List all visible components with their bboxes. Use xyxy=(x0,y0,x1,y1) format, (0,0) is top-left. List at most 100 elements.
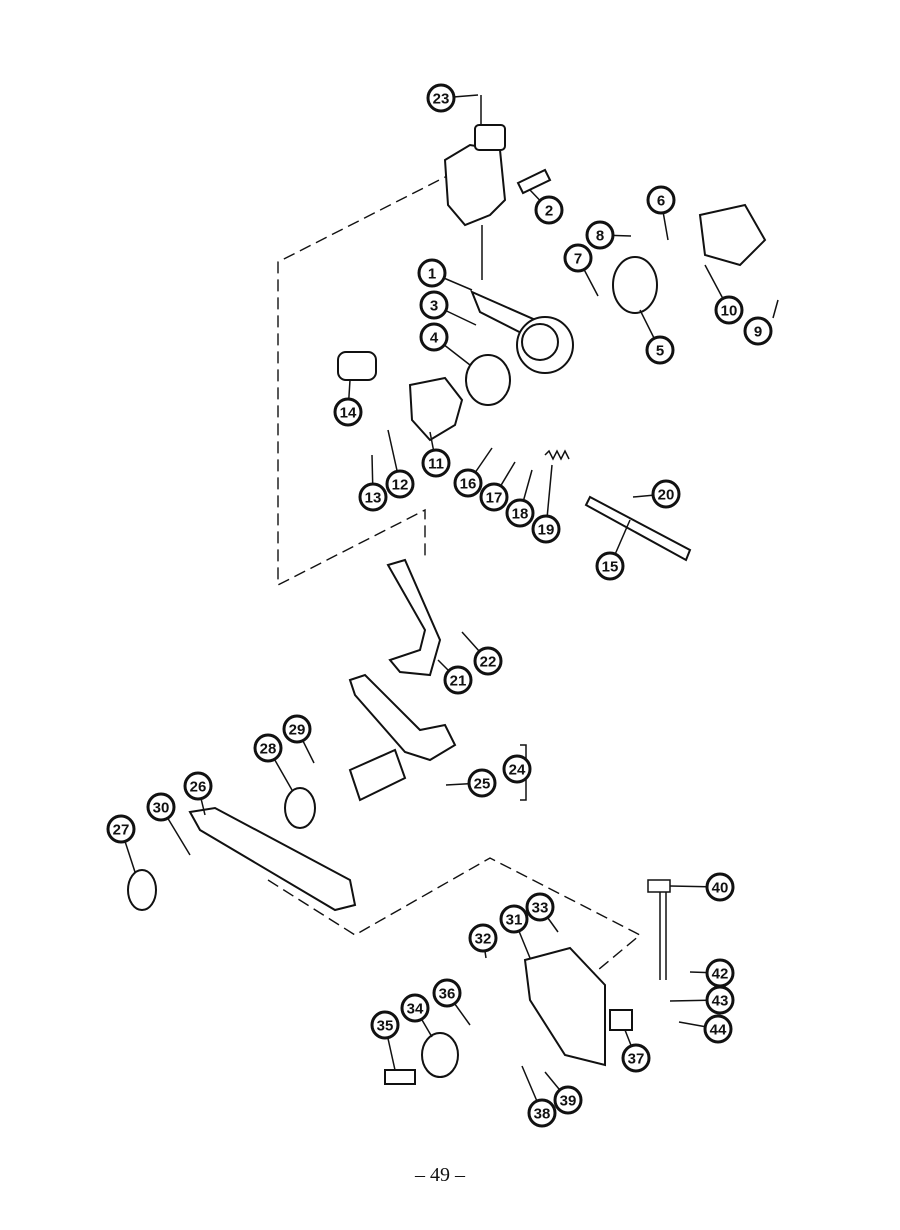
callout-number: 28 xyxy=(260,741,277,758)
callout-circle xyxy=(358,482,388,512)
callout-2: 2 xyxy=(534,195,564,225)
callout-number: 14 xyxy=(340,405,357,422)
callout-19: 19 xyxy=(531,514,561,544)
callout-circle xyxy=(419,290,449,320)
callout-circle xyxy=(553,1085,583,1115)
callout-number: 33 xyxy=(532,900,549,917)
callout-number: 34 xyxy=(407,1001,424,1018)
callout-7: 7 xyxy=(563,243,593,273)
page-number: – 49 – xyxy=(415,1164,465,1186)
callout-circle xyxy=(432,978,462,1008)
callout-circle xyxy=(531,514,561,544)
stud-28-part xyxy=(284,787,316,829)
callout-number: 9 xyxy=(754,324,762,341)
callout-circle xyxy=(443,665,473,695)
callout-32: 32 xyxy=(468,923,498,953)
callout-circle xyxy=(333,397,363,427)
callout-circle xyxy=(525,892,555,922)
callout-43: 43 xyxy=(705,985,735,1015)
callout-30: 30 xyxy=(146,792,176,822)
callout-23: 23 xyxy=(426,83,456,113)
callout-39: 39 xyxy=(553,1085,583,1115)
callout-17: 17 xyxy=(479,482,509,512)
callout-11: 11 xyxy=(421,448,451,478)
callout-21: 21 xyxy=(443,665,473,695)
callout-circle xyxy=(703,1014,733,1044)
pin-part xyxy=(516,168,552,195)
callout-15: 15 xyxy=(595,551,625,581)
callout-circle xyxy=(453,468,483,498)
callout-circle xyxy=(527,1098,557,1128)
callout-circle xyxy=(426,83,456,113)
callout-34: 34 xyxy=(400,993,430,1023)
callout-circle xyxy=(370,1010,400,1040)
callout-number: 35 xyxy=(377,1018,394,1035)
screw-35-part xyxy=(384,1069,416,1085)
callout-number: 1 xyxy=(428,266,436,283)
callout-6: 6 xyxy=(646,185,676,215)
callout-16: 16 xyxy=(453,468,483,498)
callout-36: 36 xyxy=(432,978,462,1008)
callout-4: 4 xyxy=(419,322,449,352)
callout-number: 8 xyxy=(596,228,604,245)
callout-number: 39 xyxy=(560,1093,577,1110)
callout-42: 42 xyxy=(705,958,735,988)
callout-circle xyxy=(505,498,535,528)
callout-35: 35 xyxy=(370,1010,400,1040)
callout-circle xyxy=(534,195,564,225)
callout-circle xyxy=(651,479,681,509)
callout-24: 24 xyxy=(502,754,532,784)
callout-number: 18 xyxy=(512,506,529,523)
part-37 xyxy=(609,1009,633,1031)
callout-number: 16 xyxy=(460,476,477,493)
callout-number: 20 xyxy=(658,487,675,504)
callout-20: 20 xyxy=(651,479,681,509)
callout-number: 23 xyxy=(433,91,450,108)
callout-circle xyxy=(400,993,430,1023)
upper-casting-part xyxy=(443,95,507,280)
callout-14: 14 xyxy=(333,397,363,427)
callout-number: 17 xyxy=(486,490,503,507)
callout-circle xyxy=(385,469,415,499)
callout-circle xyxy=(467,768,497,798)
callout-number: 19 xyxy=(538,522,555,539)
callout-number: 40 xyxy=(712,880,729,897)
callout-18: 18 xyxy=(505,498,535,528)
callout-circle xyxy=(146,792,176,822)
callout-8: 8 xyxy=(585,220,615,250)
callout-circle xyxy=(421,448,451,478)
callout-29: 29 xyxy=(282,714,312,744)
callout-number: 15 xyxy=(602,559,619,576)
arm-24-part xyxy=(348,673,457,762)
bracket-part xyxy=(523,946,606,1067)
callout-number: 29 xyxy=(289,722,306,739)
callout-number: 37 xyxy=(628,1051,645,1068)
callout-circle xyxy=(473,646,503,676)
callout-25: 25 xyxy=(467,768,497,798)
callout-circle xyxy=(106,814,136,844)
callout-number: 43 xyxy=(712,993,729,1010)
callout-circle xyxy=(705,985,735,1015)
callout-circle xyxy=(419,322,449,352)
callout-number: 31 xyxy=(506,912,523,929)
callout-number: 30 xyxy=(153,800,170,817)
callout-number: 5 xyxy=(656,343,664,360)
callout-circle xyxy=(417,258,447,288)
callout-number: 4 xyxy=(430,330,439,347)
callout-number: 42 xyxy=(712,966,729,983)
callout-number: 11 xyxy=(428,456,444,473)
thumb-screw-part xyxy=(127,869,157,911)
callout-circle xyxy=(502,754,532,784)
callout-circle xyxy=(479,482,509,512)
callout-number: 25 xyxy=(474,776,491,793)
callout-44: 44 xyxy=(703,1014,733,1044)
callout-number: 2 xyxy=(545,203,553,220)
callout-circle xyxy=(714,295,744,325)
callout-circle xyxy=(468,923,498,953)
gasket-part xyxy=(337,351,377,381)
callout-number: 7 xyxy=(574,251,582,268)
callout-number: 6 xyxy=(657,193,665,210)
lever-26-part xyxy=(188,806,357,912)
